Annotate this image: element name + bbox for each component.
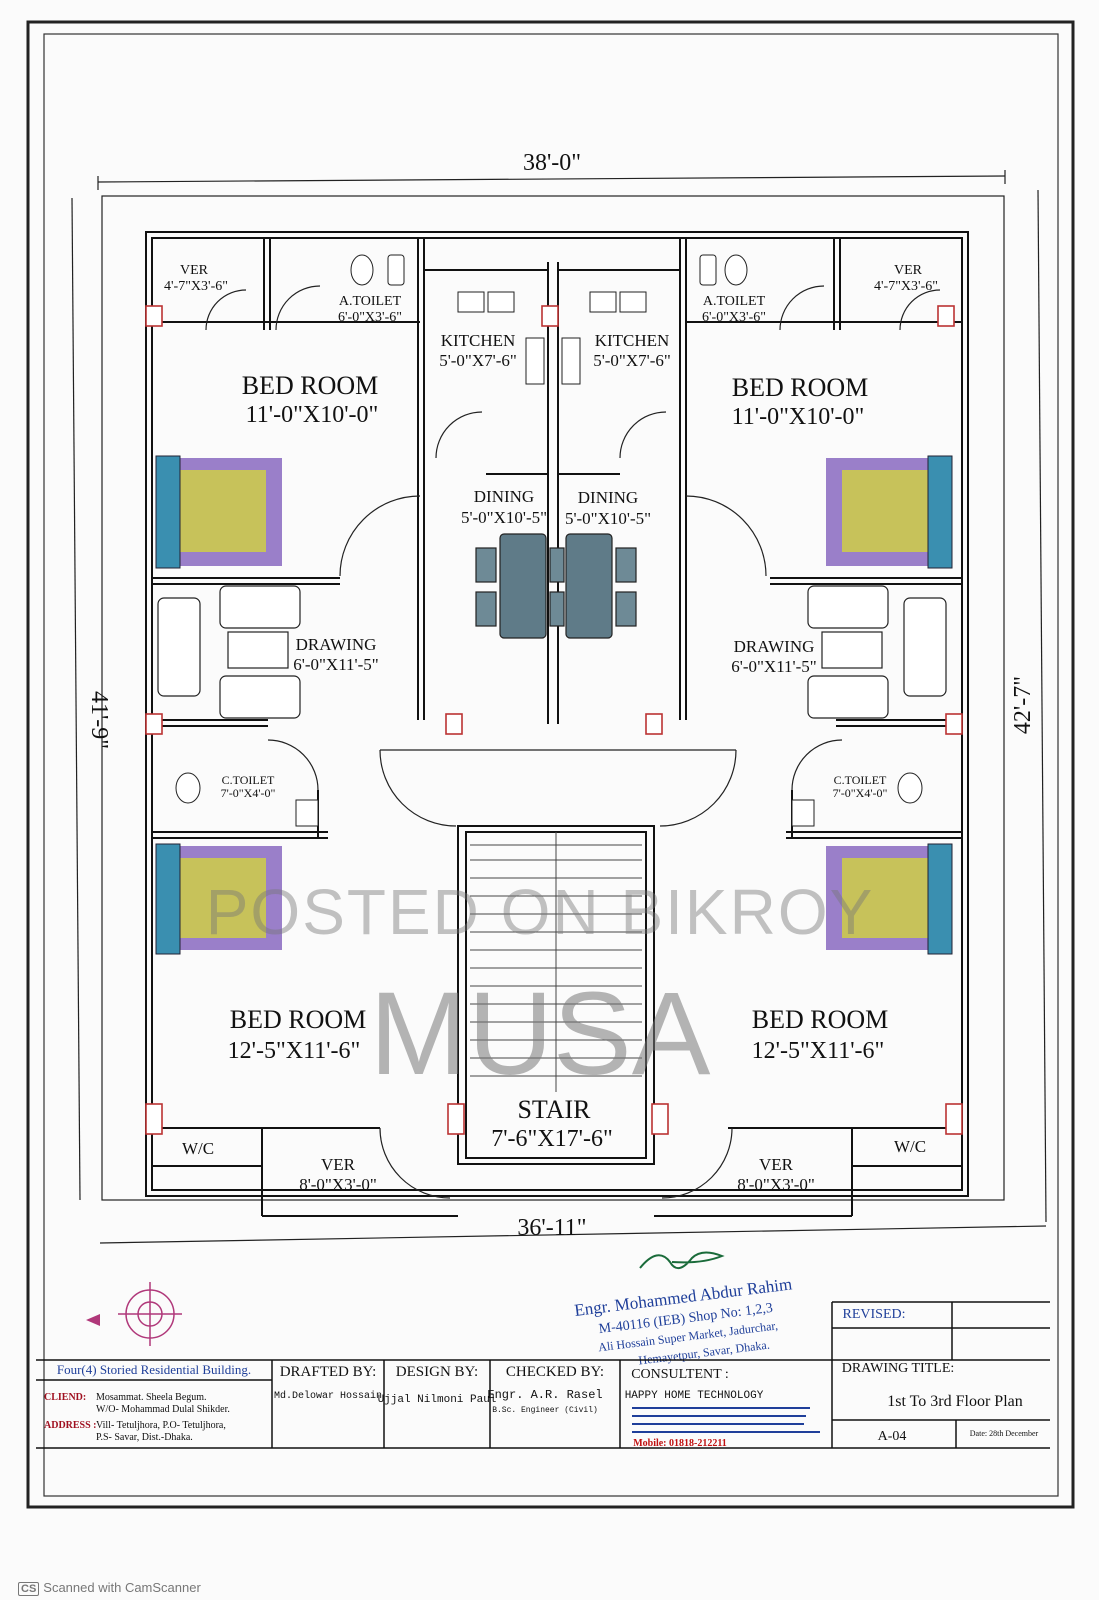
kitchen-r-name: KITCHEN <box>595 331 670 350</box>
stair-name: STAIR <box>517 1095 591 1124</box>
title-block <box>36 1301 1050 1449</box>
ctoilet-r-dim: 7'-0"X4'-0" <box>833 786 888 800</box>
drafted-name: Md.Delowar Hossain <box>274 1390 382 1402</box>
watermark-line1: POSTED ON BIKROY <box>206 876 875 948</box>
consultent-mobile: Mobile: 01818-212211 <box>633 1438 727 1449</box>
door-swings <box>205 285 941 1199</box>
project-title: Four(4) Storied Residential Building. <box>57 1362 251 1377</box>
dim-right: 42'-7" <box>1010 676 1036 734</box>
address-label: ADDRESS : <box>44 1420 97 1431</box>
kitchen-r-dim: 5'-0"X7'-6" <box>593 351 671 370</box>
bed-br-name: BED ROOM <box>752 1005 889 1034</box>
kitchen-l-dim: 5'-0"X7'-6" <box>439 351 517 370</box>
checked-degree: B.Sc. Engineer (Civil) <box>492 1406 598 1415</box>
consultent-name: HAPPY HOME TECHNOLOGY <box>625 1390 764 1402</box>
dim-bottom: 36'-11" <box>517 1215 586 1241</box>
bed-tr-name: BED ROOM <box>732 373 869 402</box>
stair-dim: 7'-6"X17'-6" <box>491 1126 613 1152</box>
bed-bottom-right <box>826 843 953 955</box>
revised-label: REVISED: <box>843 1307 906 1322</box>
kitchen-l-name: KITCHEN <box>441 331 516 350</box>
wc-r-name: W/C <box>894 1137 926 1156</box>
ctoilet-l-name: C.TOILET <box>222 773 275 787</box>
bed-tr-dim: 11'-0"X10'-0" <box>732 404 865 430</box>
scanner-badge: CS <box>18 1582 40 1596</box>
sheet-number: A-04 <box>878 1429 907 1444</box>
drawing-title: 1st To 3rd Floor Plan <box>887 1393 1022 1410</box>
ctoilet-l-dim: 7'-0"X4'-0" <box>221 786 276 800</box>
drawing-date: Date: 28th December <box>970 1429 1039 1438</box>
drawing-r-dim: 6'-0"X11'-5" <box>731 657 816 676</box>
wc-l-name: W/C <box>182 1139 214 1158</box>
drawing-l-dim: 6'-0"X11'-5" <box>293 655 378 674</box>
ctoilet-r-name: C.TOILET <box>834 773 887 787</box>
bed-furniture <box>155 455 953 955</box>
atoilet-r-dim: 6'-0"X3'-6" <box>702 310 766 325</box>
dining-r-dim: 5'-0"X10'-5" <box>565 509 651 528</box>
bed-tl-name: BED ROOM <box>242 371 379 400</box>
consultent-details-lines <box>632 1407 820 1433</box>
bed-bl-name: BED ROOM <box>230 1005 367 1034</box>
ver-tl-dim: 4'-7"X3'-6" <box>164 279 228 294</box>
bed-top-right <box>826 455 953 569</box>
ver-tr-dim: 4'-7"X3'-6" <box>874 279 938 294</box>
living-furniture <box>157 533 947 719</box>
ver-bl-dim: 8'-0"X3'-0" <box>299 1175 377 1194</box>
walls <box>145 231 969 1217</box>
bed-tl-dim: 11'-0"X10'-0" <box>246 402 379 428</box>
bed-bl-dim: 12'-5"X11'-6" <box>228 1038 361 1064</box>
client-name: Mosammat. Sheela Begum. <box>96 1392 207 1403</box>
inner-border <box>43 33 1059 1497</box>
atoilet-l-dim: 6'-0"X3'-6" <box>338 310 402 325</box>
bed-top-left <box>155 455 282 569</box>
design-name: Ujjal Nilmoni Paul <box>378 1394 497 1406</box>
compass-icon <box>86 1282 182 1346</box>
drawing-r-name: DRAWING <box>734 637 815 656</box>
bed-bottom-left <box>155 843 282 955</box>
signature-icon <box>639 1251 725 1269</box>
drawing-l-name: DRAWING <box>296 635 377 654</box>
checked-label: CHECKED BY: <box>506 1364 604 1380</box>
dimension-lines <box>71 170 1047 1244</box>
outer-border <box>26 20 1075 1509</box>
ver-tr-name: VER <box>894 263 923 278</box>
address-line2: P.S- Savar, Dist.-Dhaka. <box>96 1432 193 1443</box>
drafted-label: DRAFTED BY: <box>280 1364 377 1380</box>
design-label: DESIGN BY: <box>396 1364 478 1380</box>
columns <box>145 305 963 1135</box>
dining-l-dim: 5'-0"X10'-5" <box>461 508 547 527</box>
dim-top: 38'-0" <box>523 150 581 176</box>
ver-br-dim: 8'-0"X3'-0" <box>737 1175 815 1194</box>
ver-br-name: VER <box>759 1155 794 1174</box>
checked-name: Engr. A.R. Rasel <box>487 1388 602 1402</box>
watermark-line2: MUSA <box>370 968 711 1100</box>
drawing-title-label: DRAWING TITLE: <box>842 1361 955 1376</box>
address-line1: Vill- Tetuljhora, P.O- Tetuljhora, <box>96 1420 226 1431</box>
ver-bl-name: VER <box>321 1155 356 1174</box>
client-label: CLIEND: <box>44 1392 86 1403</box>
client-wo: W/O- Mohammad Dulal Shikder. <box>96 1404 230 1415</box>
stair-treads <box>470 832 642 1092</box>
atoilet-r-name: A.TOILET <box>703 294 766 309</box>
dining-r-name: DINING <box>578 488 638 507</box>
dim-left: 41'-9" <box>86 691 112 749</box>
bed-br-dim: 12'-5"X11'-6" <box>752 1038 885 1064</box>
sanitary-fixtures <box>175 254 923 827</box>
dining-l-name: DINING <box>474 487 534 506</box>
consultent-label: CONSULTENT : <box>631 1367 729 1382</box>
atoilet-l-name: A.TOILET <box>339 294 402 309</box>
scanner-text: Scanned with CamScanner <box>43 1580 201 1595</box>
ver-tl-name: VER <box>180 263 209 278</box>
